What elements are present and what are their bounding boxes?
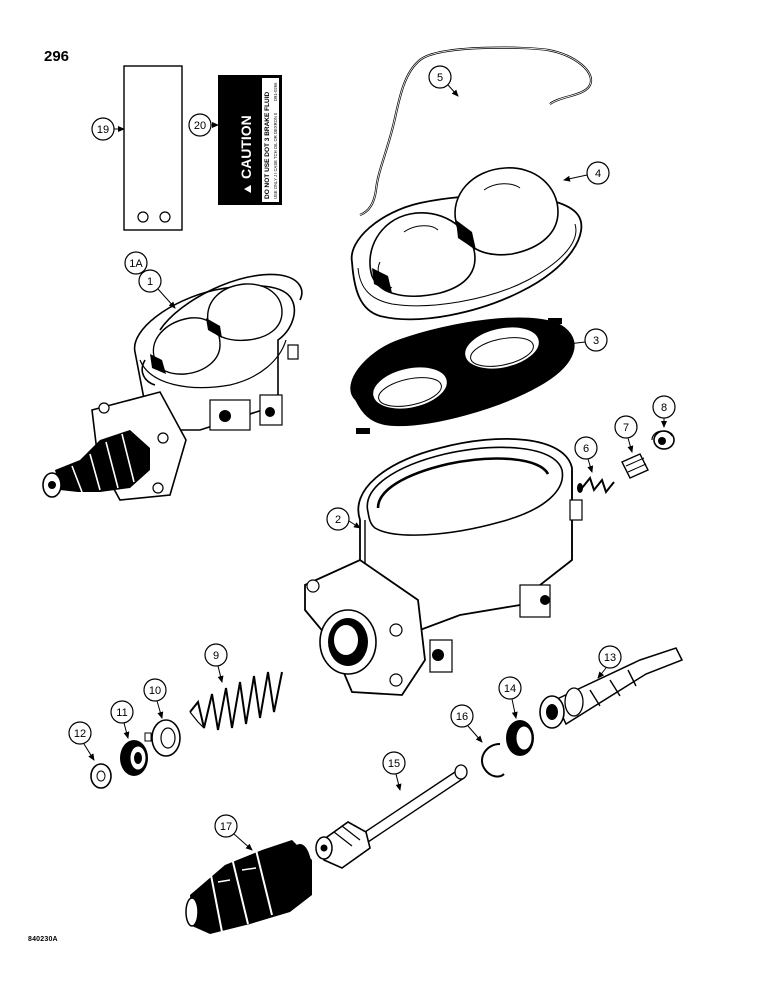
callout-16-label: 16 xyxy=(456,711,468,723)
callout-10-label: 10 xyxy=(149,685,161,697)
part-15-push-rod xyxy=(315,764,468,869)
callout-2: 2 xyxy=(326,507,361,531)
part-6-spring xyxy=(577,475,615,495)
callout-9: 9 xyxy=(204,643,228,683)
callout-7-label: 7 xyxy=(623,422,629,434)
figure-code: 840230A xyxy=(28,936,58,943)
part-11-seal xyxy=(120,740,148,776)
callout-14-label: 14 xyxy=(504,683,516,695)
decal-heading: CAUTION xyxy=(238,115,254,179)
callout-4: 4 xyxy=(563,161,610,185)
callout-6-label: 6 xyxy=(583,443,589,455)
decal-part-no: D91-0266 xyxy=(273,82,278,101)
part-3-gasket xyxy=(350,317,575,434)
callout-4-label: 4 xyxy=(595,168,601,180)
callout-3-label: 3 xyxy=(593,335,599,347)
part-8-fitting xyxy=(651,430,675,450)
part-20-caution-decal: CAUTION DO NOT USE DOT 3 BRAKE FLUID USE… xyxy=(218,75,282,205)
part-13-piston xyxy=(539,647,684,729)
callout-7: 7 xyxy=(614,415,638,453)
callout-17-label: 17 xyxy=(220,821,232,833)
part-14-seal xyxy=(506,720,534,756)
part-19-strip xyxy=(123,65,183,231)
decal-line-1: DO NOT USE DOT 3 BRAKE FLUID xyxy=(264,91,271,199)
callout-6: 6 xyxy=(574,436,598,473)
part-12-washer xyxy=(90,763,112,789)
callout-12-label: 12 xyxy=(74,728,86,740)
callout-12: 12 xyxy=(68,721,95,761)
callout-13-label: 13 xyxy=(604,652,616,664)
callout-1a-label: 1A xyxy=(129,258,143,270)
part-7-valve xyxy=(621,453,649,479)
page-number: 296 xyxy=(44,48,70,65)
part-17-boot xyxy=(185,840,312,934)
callout-19-label: 19 xyxy=(97,124,109,136)
callout-5-label: 5 xyxy=(437,72,443,84)
part-16-snap-ring xyxy=(481,743,505,778)
part-9-spring xyxy=(189,671,283,731)
callout-20: 20 xyxy=(188,113,219,137)
part-4-reservoir-cover xyxy=(350,167,583,321)
callout-8-label: 8 xyxy=(661,402,667,414)
callout-1-label: 1 xyxy=(147,276,153,288)
callout-1: 1 xyxy=(138,269,176,309)
decal-line-2: USE ONLY J I CASE TCH OIL OR DEXRON II xyxy=(273,113,278,199)
callout-16: 16 xyxy=(450,704,483,743)
callout-10: 10 xyxy=(143,678,167,719)
part-2-reservoir-body xyxy=(304,437,583,696)
callout-14: 14 xyxy=(498,676,522,719)
callout-3: 3 xyxy=(567,328,608,352)
callout-11-label: 11 xyxy=(116,707,127,719)
callout-19: 19 xyxy=(91,117,125,141)
callout-5: 5 xyxy=(428,65,459,97)
callout-8: 8 xyxy=(652,395,676,428)
part-1-master-cylinder-assembly xyxy=(42,273,303,501)
callout-20-label: 20 xyxy=(194,120,206,132)
callout-2-label: 2 xyxy=(335,514,341,526)
callout-1a: 1A xyxy=(124,251,148,275)
callout-13: 13 xyxy=(597,645,622,679)
callout-9-label: 9 xyxy=(213,650,219,662)
callout-17: 17 xyxy=(214,814,253,851)
callout-11: 11 xyxy=(110,700,134,739)
callout-15: 15 xyxy=(382,751,406,791)
callout-15-label: 15 xyxy=(388,758,400,770)
part-10-retainer xyxy=(144,719,181,757)
